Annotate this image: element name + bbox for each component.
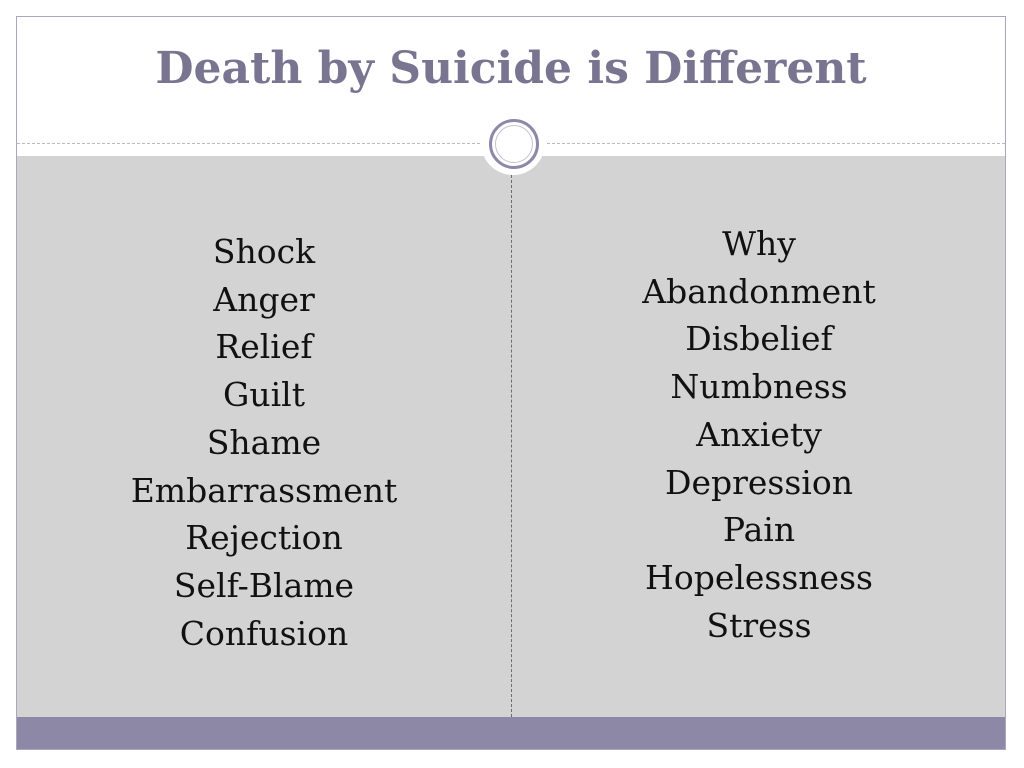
list-item: Hopelessness bbox=[645, 557, 873, 597]
list-item: Numbness bbox=[670, 367, 848, 407]
list-item: Guilt bbox=[223, 375, 305, 415]
list-item: Embarrassment bbox=[130, 470, 398, 510]
left-column-list: Shock Anger Relief Guilt Shame Embarrass… bbox=[17, 228, 511, 657]
ornament-inner-ring bbox=[495, 125, 533, 163]
list-item: Abandonment bbox=[642, 271, 876, 311]
list-item: Confusion bbox=[179, 613, 349, 653]
list-item: Anxiety bbox=[696, 414, 822, 454]
list-item: Anger bbox=[213, 279, 315, 319]
list-item: Self-Blame bbox=[173, 565, 355, 605]
slide-title: Death by Suicide is Different bbox=[155, 43, 867, 94]
footer-band bbox=[17, 717, 1005, 749]
ornament-ring bbox=[489, 119, 539, 169]
column-divider bbox=[511, 175, 512, 717]
list-item: Stress bbox=[706, 605, 812, 645]
list-item: Rejection bbox=[185, 518, 343, 558]
slide: Death by Suicide is Different Shock Ange… bbox=[16, 16, 1006, 750]
list-item: Pain bbox=[722, 510, 796, 550]
circle-ornament-icon bbox=[481, 111, 545, 175]
list-item: Shame bbox=[206, 422, 322, 462]
list-item: Why bbox=[722, 224, 796, 263]
list-item: Shock bbox=[212, 232, 316, 271]
list-item: Depression bbox=[665, 462, 853, 502]
right-column-list: Why Abandonment Disbelief Numbness Anxie… bbox=[511, 220, 1005, 649]
list-item: Disbelief bbox=[685, 319, 833, 359]
list-item: Relief bbox=[215, 327, 313, 367]
